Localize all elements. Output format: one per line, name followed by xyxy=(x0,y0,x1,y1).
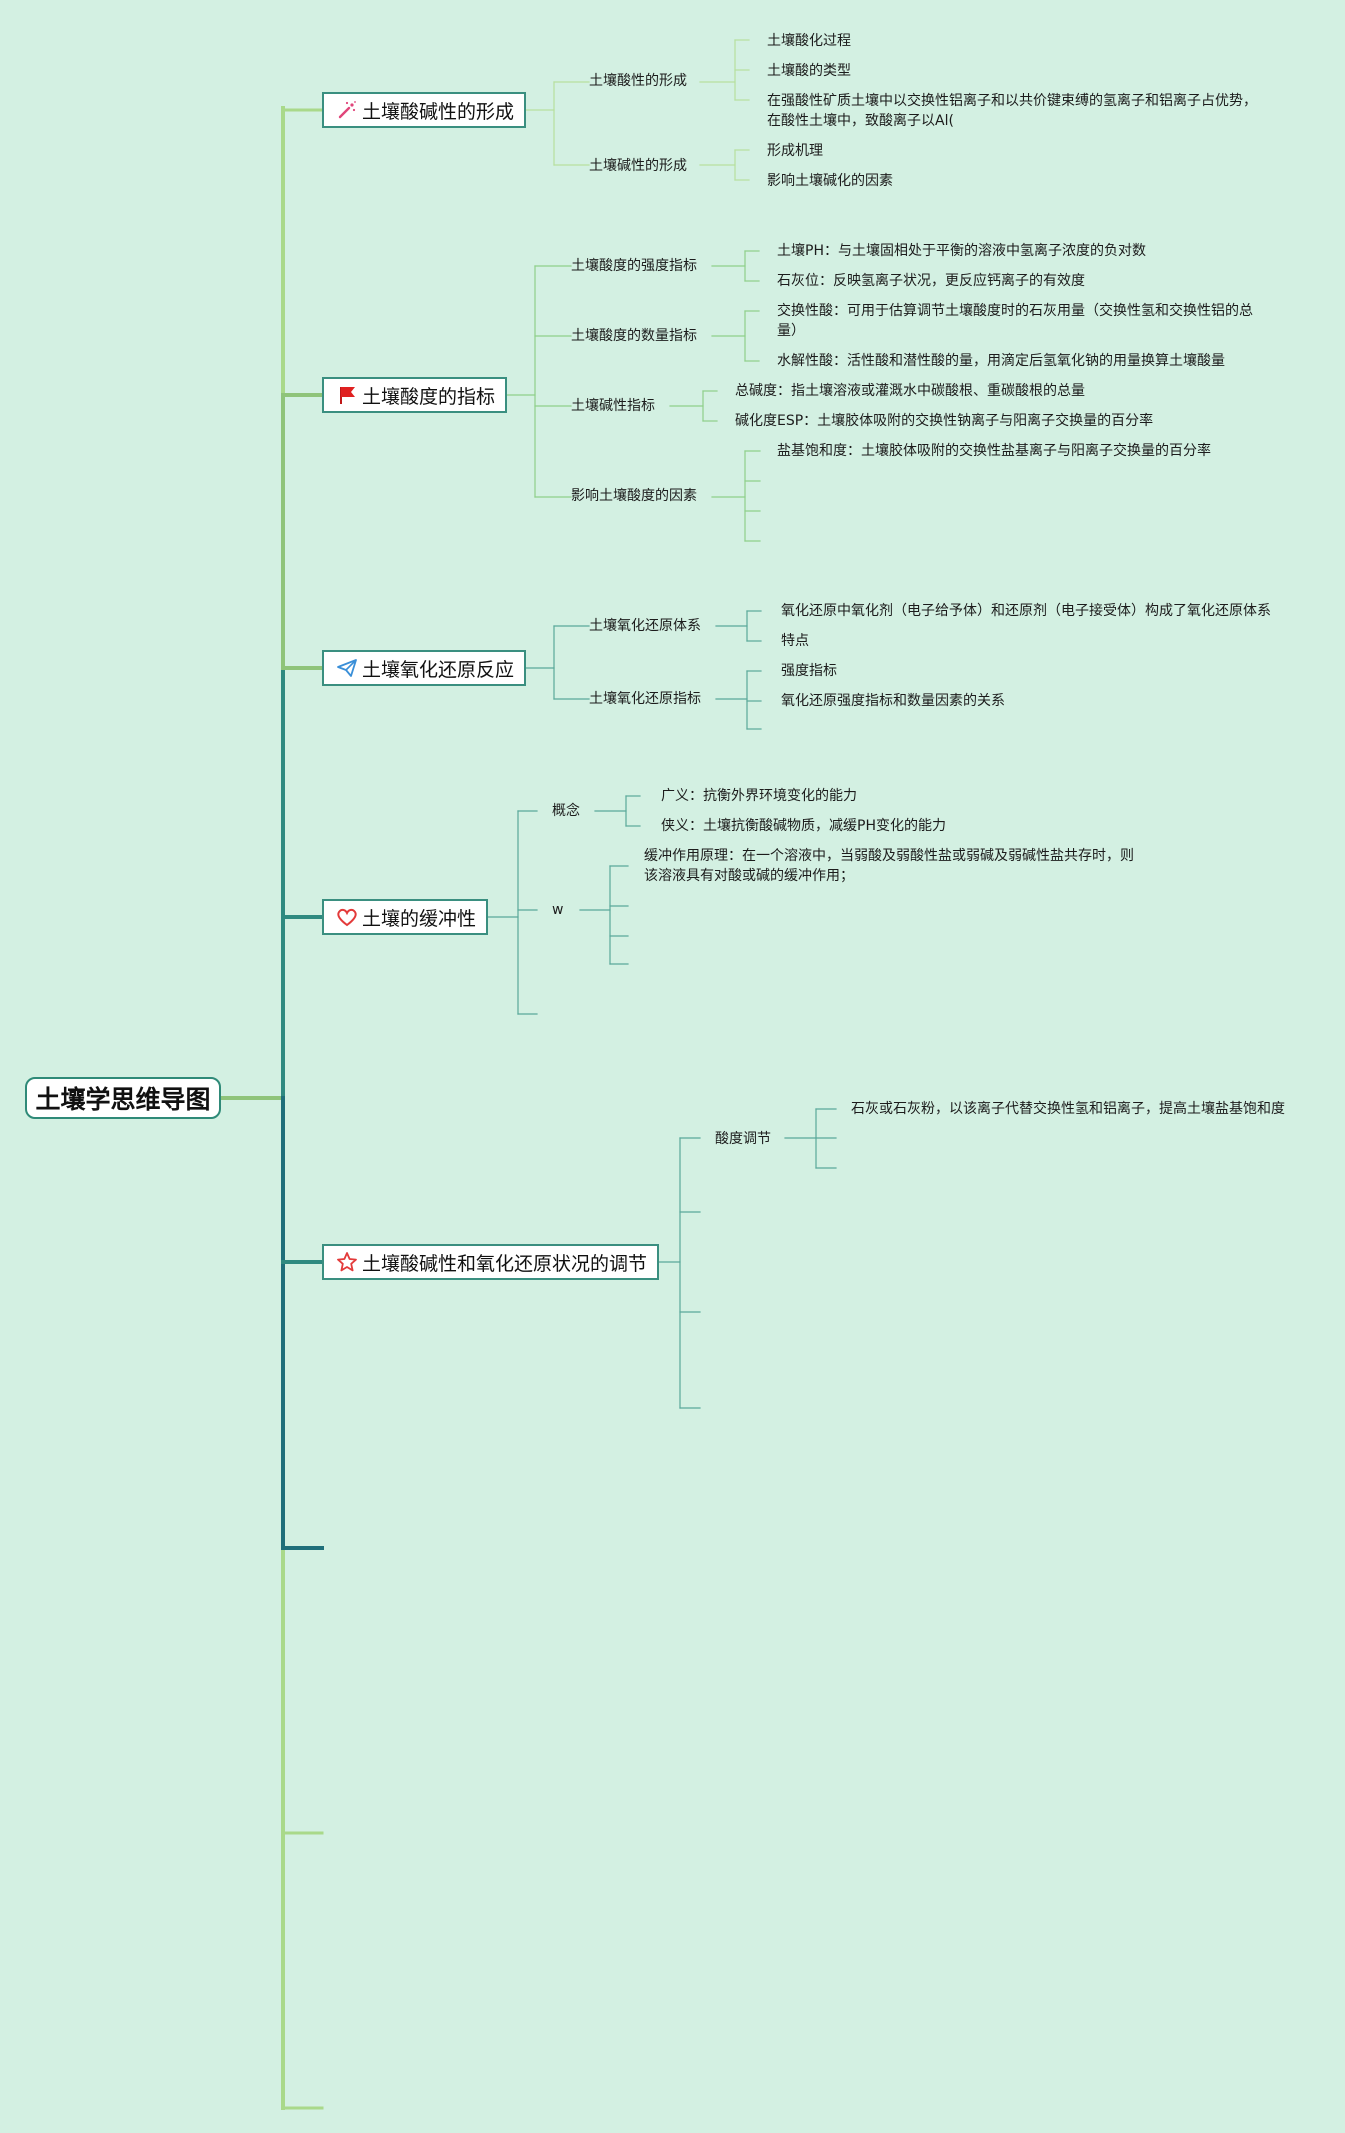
leaf-node[interactable]: 土壤酸的类型 xyxy=(767,63,851,79)
subtopic-alkali-formation[interactable]: 土壤碱性的形成 xyxy=(589,158,687,174)
topic-title: 土壤的缓冲性 xyxy=(362,907,477,930)
topic-title: 土壤酸碱性和氧化还原状况的调节 xyxy=(362,1252,648,1275)
leaf-node[interactable]: 盐基饱和度：土壤胶体吸附的交换性盐基离子与阳离子交换量的百分率 xyxy=(777,443,1211,459)
leaf-node[interactable]: 特点 xyxy=(781,633,809,649)
subtopic-quantity-indicator[interactable]: 土壤酸度的数量指标 xyxy=(571,328,697,344)
leaf-node[interactable]: 水解性酸：活性酸和潜性酸的量，用滴定后氢氧化钠的用量换算土壤酸量 xyxy=(777,353,1225,369)
topic-redox-reaction[interactable]: 土壤氧化还原反应 xyxy=(322,650,527,686)
topic-title: 土壤酸度的指标 xyxy=(362,385,496,408)
topic-title: 土壤氧化还原反应 xyxy=(362,658,515,681)
subtopic-redox-indicator[interactable]: 土壤氧化还原指标 xyxy=(589,691,701,707)
subtopic-intensity-indicator[interactable]: 土壤酸度的强度指标 xyxy=(571,258,697,274)
paper-plane-icon xyxy=(336,657,358,679)
topic-regulation[interactable]: 土壤酸碱性和氧化还原状况的调节 xyxy=(322,1244,660,1280)
leaf-node[interactable]: 在强酸性矿质土壤中以交换性铝离子和以共价键束缚的氢离子和铝离子占优势，在酸性土壤… xyxy=(767,93,1257,129)
leaf-node[interactable]: 土壤酸化过程 xyxy=(767,33,851,49)
leaf-node[interactable]: 强度指标 xyxy=(781,663,837,679)
leaf-node[interactable]: 氧化还原中氧化剂（电子给予体）和还原剂（电子接受体）构成了氧化还原体系 xyxy=(781,603,1271,619)
topic-acidity-indicators[interactable]: 土壤酸度的指标 xyxy=(322,377,508,413)
topic-acid-alkali-formation[interactable]: 土壤酸碱性的形成 xyxy=(322,92,527,128)
leaf-node[interactable]: 碱化度ESP：土壤胶体吸附的交换性钠离子与阳离子交换量的百分率 xyxy=(735,413,1154,429)
leaf-node[interactable]: 广义：抗衡外界环境变化的能力 xyxy=(661,788,857,804)
subtopic-w[interactable]: w xyxy=(552,902,564,918)
flag-icon xyxy=(336,384,358,406)
leaf-node[interactable]: 土壤PH：与土壤固相处于平衡的溶液中氢离子浓度的负对数 xyxy=(777,243,1146,259)
root-node[interactable]: 土壤学思维导图 xyxy=(25,1077,221,1119)
leaf-node[interactable]: 侠义：土壤抗衡酸碱物质，减缓PH变化的能力 xyxy=(661,818,946,834)
leaf-node[interactable]: 氧化还原强度指标和数量因素的关系 xyxy=(781,693,1005,709)
star-icon xyxy=(336,1251,358,1273)
subtopic-alkalinity-indicator[interactable]: 土壤碱性指标 xyxy=(571,398,655,414)
subtopic-acidity-regulation[interactable]: 酸度调节 xyxy=(715,1131,771,1147)
leaf-node[interactable]: 形成机理 xyxy=(767,143,823,159)
heart-icon xyxy=(336,906,358,928)
subtopic-concept[interactable]: 概念 xyxy=(552,803,580,819)
topic-buffering[interactable]: 土壤的缓冲性 xyxy=(322,899,489,935)
topic-title: 土壤酸碱性的形成 xyxy=(362,100,515,123)
leaf-node[interactable]: 石灰或石灰粉，以该离子代替交换性氢和铝离子，提高土壤盐基饱和度 xyxy=(851,1101,1285,1117)
leaf-node[interactable]: 总碱度：指土壤溶液或灌溉水中碳酸根、重碳酸根的总量 xyxy=(735,383,1085,399)
leaf-node[interactable]: 影响土壤碱化的因素 xyxy=(767,173,893,189)
leaf-node[interactable]: 石灰位：反映氢离子状况，更反应钙离子的有效度 xyxy=(777,273,1085,289)
subtopic-redox-system[interactable]: 土壤氧化还原体系 xyxy=(589,618,701,634)
magic-wand-icon xyxy=(336,99,358,121)
leaf-node[interactable]: 缓冲作用原理：在一个溶液中，当弱酸及弱酸性盐或弱碱及弱碱性盐共存时，则该溶液具有… xyxy=(644,848,1134,884)
subtopic-acid-formation[interactable]: 土壤酸性的形成 xyxy=(589,73,687,89)
leaf-node[interactable]: 交换性酸：可用于估算调节土壤酸度时的石灰用量（交换性氢和交换性铝的总量） xyxy=(777,303,1253,339)
subtopic-acidity-factors[interactable]: 影响土壤酸度的因素 xyxy=(571,488,697,504)
